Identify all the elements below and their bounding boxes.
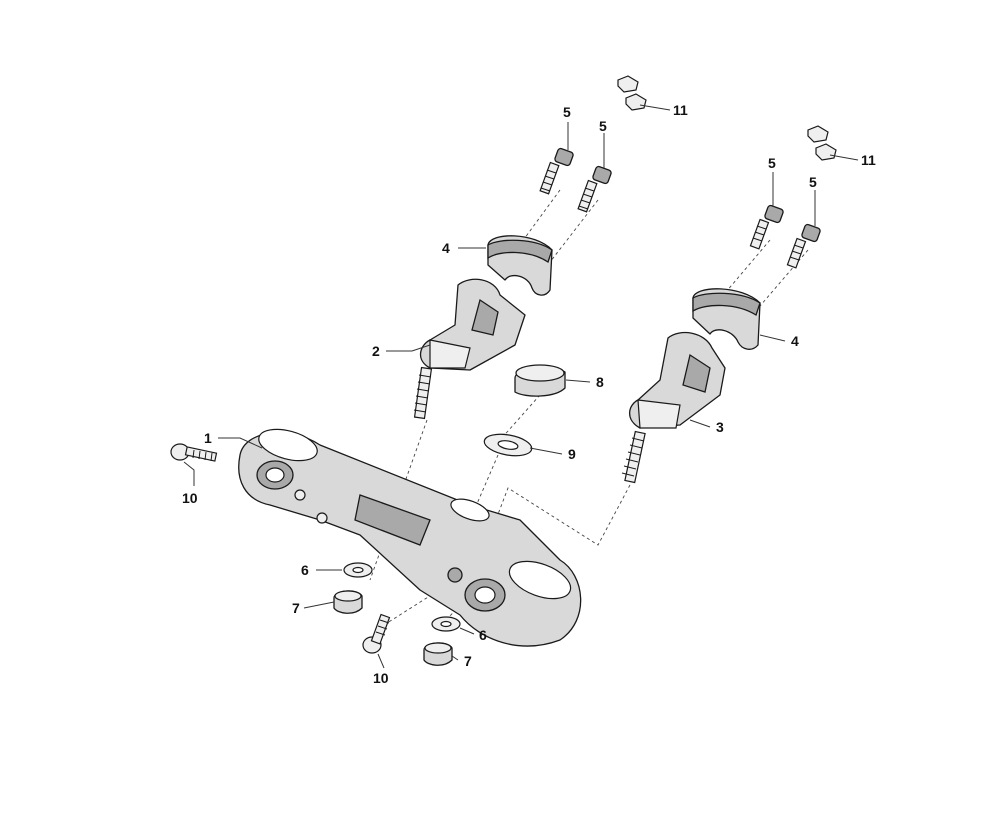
clamp-cap-left [487,235,553,296]
bolt-5-a [539,147,574,195]
callout-6-a: 6 [301,562,309,578]
pinch-bolt-10-a [170,443,218,462]
bolt-5-b [577,165,612,213]
callout-11-a: 11 [673,102,688,118]
callout-8: 8 [596,374,604,390]
callout-2: 2 [372,343,380,359]
callout-4-right: 4 [791,333,799,349]
callout-7-a: 7 [292,600,300,616]
callout-5-d: 5 [809,174,817,190]
callout-11-b: 11 [861,152,876,168]
callout-10-b: 10 [373,670,389,686]
stem-nut [514,364,566,397]
callout-7-b: 7 [464,653,472,669]
callout-6-b: 6 [479,627,487,643]
nut-7-b [423,642,453,666]
callout-5-c: 5 [768,155,776,171]
washer-6-a [343,562,373,578]
handlebar-riser-left [413,278,526,420]
nut-7-a [333,590,363,614]
callout-3: 3 [716,419,724,435]
callout-9: 9 [568,446,576,462]
washer-6-b [431,616,461,632]
bolt-cap-11-a [617,75,647,111]
triple-clamp [238,428,582,647]
callout-labels: 1 2 3 4 4 5 5 5 5 6 6 7 7 8 9 10 10 11 1… [182,102,876,686]
callout-5-b: 5 [599,118,607,134]
callout-1: 1 [204,430,212,446]
leader-lines [183,104,859,669]
bolt-5-d [786,223,821,269]
callout-5-a: 5 [563,104,571,120]
handlebar-riser-right [621,331,726,484]
bolt-cap-11-b [807,125,837,161]
callout-4-left: 4 [442,240,450,256]
stem-washer [483,433,533,457]
callout-10-a: 10 [182,490,198,506]
bolt-5-c [749,204,784,250]
clamp-cap-right [692,288,761,350]
pinch-bolt-10-b [362,613,391,654]
